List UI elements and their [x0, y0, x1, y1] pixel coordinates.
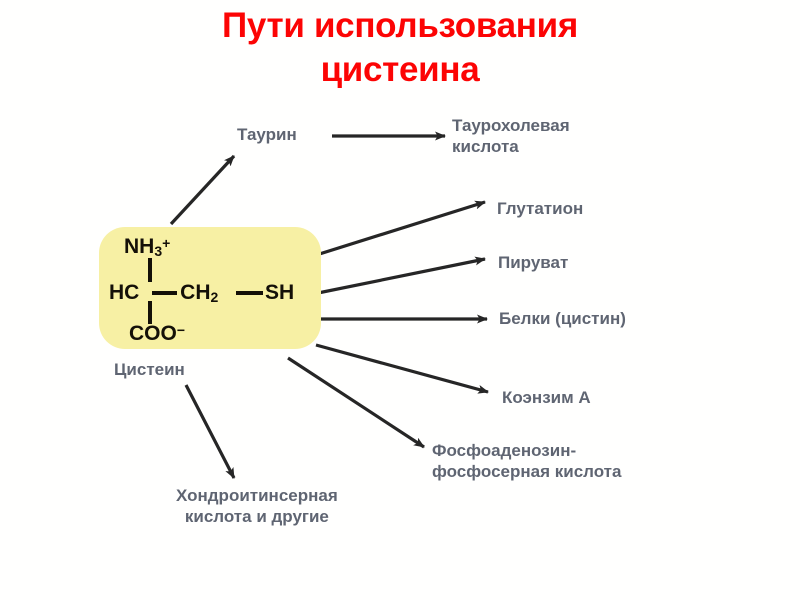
- label-chondroitin-sulfate: Хондроитинсерная кислота и другие: [176, 486, 338, 526]
- arrow-cysteine-to-phosphoadenosine: [287, 356, 425, 449]
- arrow-cysteine-to-chondroitin: [184, 384, 236, 479]
- bond-vertical-carboxyl: [148, 301, 152, 324]
- bond-horizontal-ch2-sh: [236, 291, 263, 295]
- cysteine-structure-box: [99, 227, 321, 349]
- label-cysteine: Цистеин: [114, 360, 185, 379]
- arrow-cysteine-to-coenzyme-a: [315, 343, 489, 394]
- bond-vertical-amino: [148, 258, 152, 282]
- label-glutathione: Глутатион: [497, 199, 584, 218]
- arrow-cysteine-to-pyruvate: [312, 256, 486, 296]
- label-pyruvate: Пируват: [498, 253, 569, 272]
- label-taurocholic-acid: Таурохолевая кислота: [452, 116, 570, 156]
- arrow-cysteine-to-taurine: [169, 154, 236, 226]
- formula-amino-group: NH3+: [124, 235, 171, 259]
- label-taurine: Таурин: [237, 125, 297, 144]
- bond-horizontal-hc-ch2: [152, 291, 177, 295]
- formula-carboxyl-group: COO−: [129, 322, 186, 345]
- label-phosphoadenosine-phosphoserine-acid: Фосфоаденозин- фосфосерная кислота: [432, 441, 622, 481]
- label-coenzyme-a: Коэнзим А: [502, 388, 591, 407]
- arrow-cysteine-to-glutathione: [312, 200, 486, 258]
- label-proteins-cystine: Белки (цистин): [499, 309, 626, 328]
- formula-backbone: HC CH2 SH: [109, 281, 295, 305]
